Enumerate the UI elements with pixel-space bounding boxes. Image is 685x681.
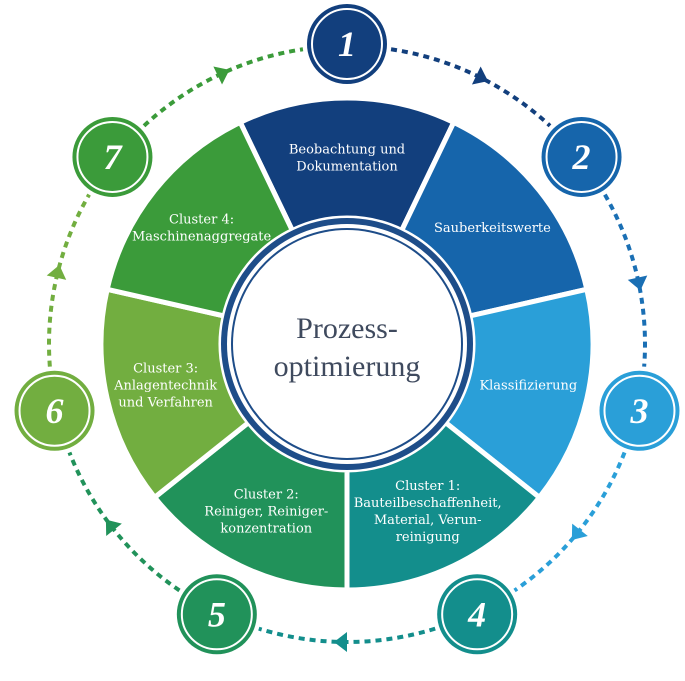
segment-1-label-line: Dokumentation	[296, 160, 398, 175]
segment-5-label-line: konzentration	[220, 522, 312, 537]
step-6-number: 6	[46, 391, 64, 431]
step-2-number: 2	[572, 137, 591, 177]
step-3-number: 3	[629, 391, 648, 431]
connector-6	[47, 193, 91, 367]
step-1: 1	[307, 4, 387, 84]
step-4-number: 4	[467, 594, 486, 634]
cycle-arrows	[46, 47, 648, 652]
segment-2-label: Sauberkeitswerte	[434, 221, 551, 236]
step-7-number: 7	[103, 137, 123, 177]
step-1-circle	[307, 4, 387, 84]
segment-4-label-line: Material, Verun-	[374, 513, 482, 528]
segment-6-label-line: und Verfahren	[118, 395, 213, 410]
segment-5-label: Cluster 2: Reiniger, Reiniger-konzentrati…	[204, 488, 328, 537]
step-5-ring	[180, 578, 253, 651]
segment-7	[104, 119, 296, 319]
step-circles: 1 2 3 4 5 6 7	[14, 4, 680, 655]
step-3-circle	[599, 370, 680, 451]
arrowhead-4	[334, 632, 347, 652]
arrowhead-2	[627, 275, 648, 291]
connector-1	[390, 47, 552, 128]
step-5: 5	[176, 574, 257, 655]
arrowhead-3	[571, 523, 588, 540]
step-4: 4	[437, 574, 518, 655]
segment-2-label-line: Sauberkeitswerte	[434, 221, 551, 236]
segment-3-label: Klassifizierung	[479, 378, 577, 393]
step-5-circle	[176, 574, 257, 655]
segment-7-label: Cluster 4: Maschinenaggregate	[132, 213, 272, 245]
segment-4-label-line: Bauteilbeschaffenheit,	[354, 496, 502, 511]
segment-6-label: Cluster 3: Anlagentechnik und Verfahren	[113, 361, 217, 410]
arrowhead-6	[46, 265, 67, 280]
segment-6-label-line: Anlagentechnik	[113, 378, 217, 393]
segment-5-label-line: Cluster 2:	[234, 488, 299, 503]
segment-4-label-line: Cluster 1:	[395, 479, 460, 494]
step-6: 6	[14, 370, 95, 451]
step-6-circle	[14, 370, 95, 451]
center-title-line1: Prozess-	[296, 312, 398, 345]
step-4-ring	[441, 578, 514, 651]
step-7-circle	[72, 116, 153, 197]
connector-2	[603, 193, 647, 367]
step-2-circle	[541, 116, 622, 197]
segment-7-label-line: Cluster 4:	[169, 213, 234, 228]
step-3-ring	[603, 374, 676, 447]
step-4-circle	[437, 574, 518, 655]
step-1-number: 1	[338, 24, 356, 64]
step-7-ring	[76, 120, 149, 193]
segment-4-label: Cluster 1: Bauteilbeschaffenheit, Material…	[354, 479, 502, 545]
step-5-number: 5	[208, 594, 226, 634]
step-2-ring	[545, 120, 618, 193]
segment-1-label-line: Beobachtung und	[289, 143, 405, 158]
step-7: 7	[72, 116, 153, 197]
arrowhead-7	[213, 66, 230, 85]
step-1-ring	[311, 8, 383, 80]
segment-7-label-line: Maschinenaggregate	[132, 230, 272, 245]
connector-5	[67, 451, 181, 593]
arrowhead-5	[105, 519, 122, 537]
segment-5-label-line: Reiniger, Reiniger-	[204, 505, 328, 520]
step-2: 2	[541, 116, 622, 197]
step-3: 3	[599, 370, 680, 451]
segment-6-label-line: Cluster 3:	[133, 361, 198, 376]
center-circle: Prozess- optimierung	[221, 218, 473, 470]
arrowhead-1	[471, 66, 489, 85]
center-title-line2: optimierung	[274, 350, 421, 383]
segment-3-label-line: Klassifizierung	[479, 378, 577, 393]
segment-4-label-line: reinigung	[396, 530, 460, 545]
step-6-ring	[18, 374, 91, 447]
center-fill	[233, 230, 461, 458]
